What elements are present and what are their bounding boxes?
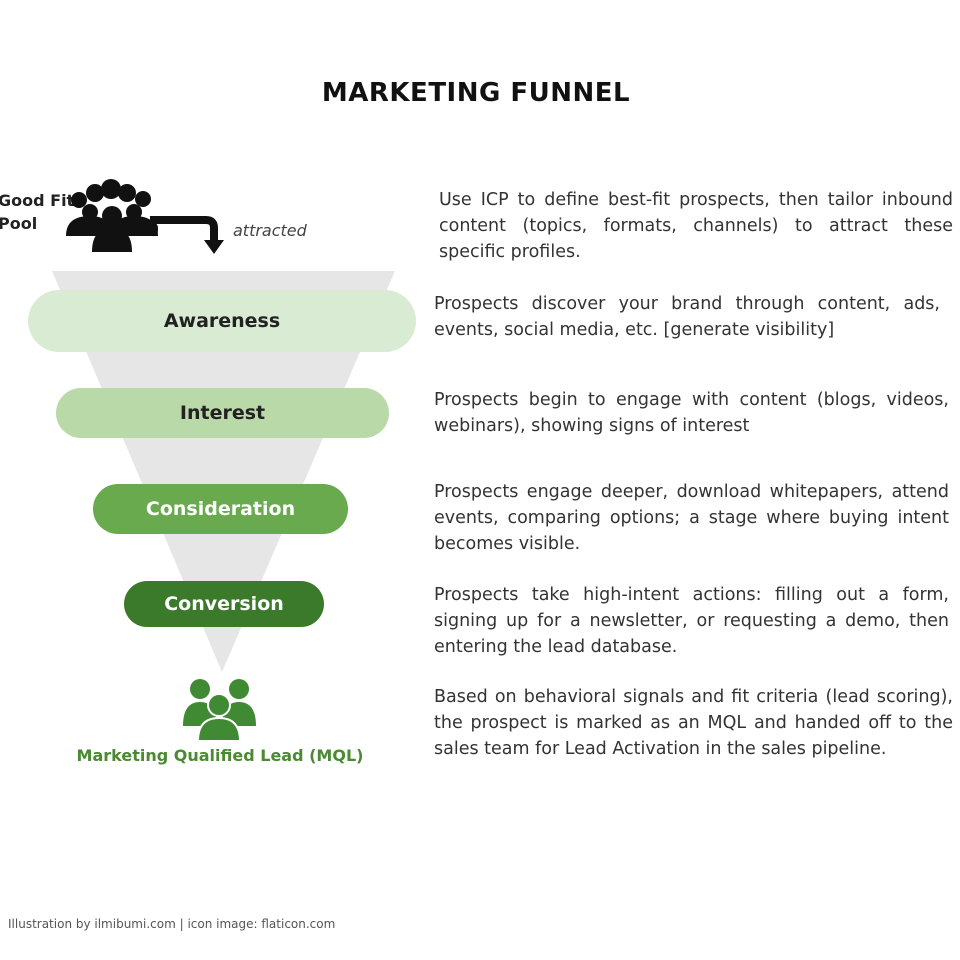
description-conversion: Prospects take high-intent actions: fill… [434, 585, 949, 657]
attracted-label: attracted [233, 221, 307, 240]
stage-awareness: Awareness [28, 290, 416, 352]
description-consideration: Prospects engage deeper, download whitep… [434, 482, 949, 554]
attracted-arrow-icon [150, 216, 218, 240]
mql-label: Marketing Qualified Lead (MQL) [76, 746, 364, 765]
page-title: MARKETING FUNNEL [321, 78, 631, 108]
funnel-shape [52, 271, 395, 672]
description-mql: Based on behavioral signals and fit crit… [434, 687, 953, 759]
crowd-icon [66, 179, 158, 252]
stage-consideration: Consideration [93, 484, 348, 534]
description-icp: Use ICP to define best-fit prospects, th… [439, 190, 953, 262]
stage-conversion: Conversion [124, 581, 324, 627]
good-fit-pool-label: Good Fit Pool [0, 191, 75, 233]
image-credit: Illustration by ilmibumi.com | icon imag… [8, 917, 336, 931]
description-awareness: Prospects discover your brand through co… [434, 294, 940, 340]
description-interest: Prospects begin to engage with content (… [434, 390, 949, 436]
mql-group-icon [183, 679, 256, 742]
stage-interest: Interest [56, 388, 389, 438]
